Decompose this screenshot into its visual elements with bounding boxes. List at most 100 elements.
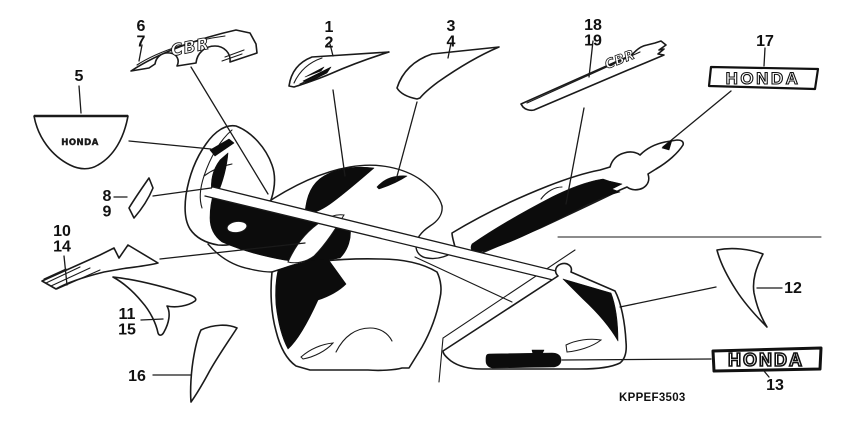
placement-line-18-19: [565, 107, 585, 205]
badge-17-border: [707, 65, 820, 91]
seat-hump-line: [540, 186, 563, 200]
leader-lines: [63, 40, 783, 378]
diagram-code: KPPEF3503: [619, 392, 686, 404]
tail-decal-shape: [520, 40, 667, 112]
upper-cowl-decal-shape: [130, 29, 258, 72]
front-lower-edge-line: [207, 243, 273, 273]
leader-halo-band: [205, 187, 560, 280]
windscreen-shape: [33, 115, 129, 170]
upper-cowl-decal-slash-1: [224, 49, 245, 58]
wing-speed-line-2: [297, 80, 313, 87]
lower-cowl-white-vent: [300, 342, 335, 360]
callout-18-19-num-18: 18: [584, 17, 602, 34]
fin-right-shape: [716, 247, 768, 328]
front-stripe-hatch-1: [45, 266, 81, 284]
callout-10-14-num-10: 10: [53, 223, 71, 240]
placement-line-13: [561, 358, 712, 361]
callout-3-4-num-3: 3: [447, 18, 456, 35]
decal-small-blade: [128, 177, 154, 219]
leader-callout-6-7: [138, 44, 143, 62]
callout-1-2-num-1: 1: [325, 19, 334, 36]
side-panel-white-oval: [226, 220, 248, 234]
placement-line-5: [128, 140, 212, 150]
front-stripe-hatch-4: [43, 268, 67, 280]
decal-front-stripe: [41, 244, 159, 290]
rear-honda-stripe-black: [485, 352, 562, 369]
cowl-black-slash: [209, 138, 235, 157]
placement-line-17: [662, 90, 732, 148]
motorcycle-line-art: [184, 124, 822, 383]
badge-honda-17: HONDA: [707, 65, 820, 91]
cowl-plain-decal-shape: [396, 46, 500, 100]
small-blade-shape: [128, 177, 154, 219]
front-stripe-hatch-2: [50, 267, 91, 287]
lower-swoosh-shape: [112, 276, 197, 336]
lower-cowl-rear-curve: [335, 327, 393, 353]
lower-cowl-black-triangle: [275, 258, 347, 350]
badge-13-text: HONDA: [728, 350, 804, 370]
wing-speed-line-1: [299, 75, 319, 85]
tank-stripe-right-black: [376, 175, 408, 190]
callout-10-14-num-14: 14: [53, 239, 71, 256]
honda-wing-mark-2: [304, 66, 325, 78]
callout-5: 5: [75, 68, 84, 85]
rear-cowl-piece: [442, 262, 628, 370]
placement-line-6-7: [190, 66, 269, 195]
placement-line-10-14: [159, 242, 306, 260]
tank-stripe-left-black: [304, 166, 375, 215]
callout-13: 13: [766, 377, 784, 394]
callout-8-9-num-9: 9: [103, 204, 112, 221]
fin-left-shape: [189, 324, 238, 403]
panel-divider-line: [438, 249, 576, 383]
seam-line: [414, 256, 513, 303]
badge-17-text: HONDA: [726, 69, 801, 88]
cowl-black-blade: [211, 152, 229, 196]
tail-decal-fold: [526, 51, 641, 104]
badge-honda-13: HONDA: [711, 346, 823, 373]
upper-cowl-cbr-text: CBR: [169, 34, 211, 60]
tank-top-outline: [261, 164, 443, 207]
callout-3-4-num-4: 4: [447, 34, 456, 51]
front-stripe-hatch-3: [56, 269, 101, 290]
callout-1-2-num-2: 2: [325, 35, 334, 52]
leader-callout-13: [763, 370, 770, 378]
decal-fin-right: [716, 247, 768, 328]
decal-tail-cbr: CBR: [520, 40, 667, 112]
band-edge-upper: [212, 186, 561, 273]
band-edge-lower: [204, 195, 554, 281]
leader-callout-11-15: [140, 318, 164, 321]
placement-line-12: [619, 286, 717, 308]
callout-8-9-num-8: 8: [103, 188, 112, 205]
leader-callout-5: [78, 85, 82, 114]
placement-arrow-17: [661, 139, 673, 151]
callout-18-19-num-19: 19: [584, 33, 602, 50]
rear-cowl-black-triangle: [562, 278, 619, 342]
callout-12: 12: [784, 280, 802, 297]
windscreen-honda-text: HONDA: [61, 138, 99, 148]
front-stripe-shape: [41, 244, 159, 290]
callout-11-15-num-15: 15: [118, 322, 136, 339]
placement-line-3-4: [395, 101, 418, 181]
badge-13-border: [711, 346, 823, 373]
callout-6-7-num-6: 6: [137, 18, 146, 35]
decal-lower-swoosh: [112, 276, 197, 336]
placement-line-1-2: [332, 89, 346, 177]
callout-17: 17: [756, 33, 774, 50]
placement-line-8-9: [152, 187, 212, 197]
upper-cowl-decal-slash-2: [221, 53, 243, 62]
callout-11-15-num-11: 11: [119, 306, 136, 323]
leader-callout-1-2: [329, 43, 334, 57]
callout-16: 16: [128, 368, 146, 385]
cowl-wing-decal-fold: [293, 57, 323, 84]
leader-callout-17: [763, 47, 766, 67]
rear-stripe-tab: [531, 349, 545, 355]
decal-fin-left: [189, 324, 238, 403]
decal-upper-cowl-cbr: CBR: [130, 29, 258, 72]
decal-windscreen: HONDA: [33, 114, 129, 170]
decal-cowl-wing: [288, 51, 390, 88]
leader-callout-3-4: [447, 42, 452, 59]
leader-callout-10-14: [63, 255, 68, 286]
